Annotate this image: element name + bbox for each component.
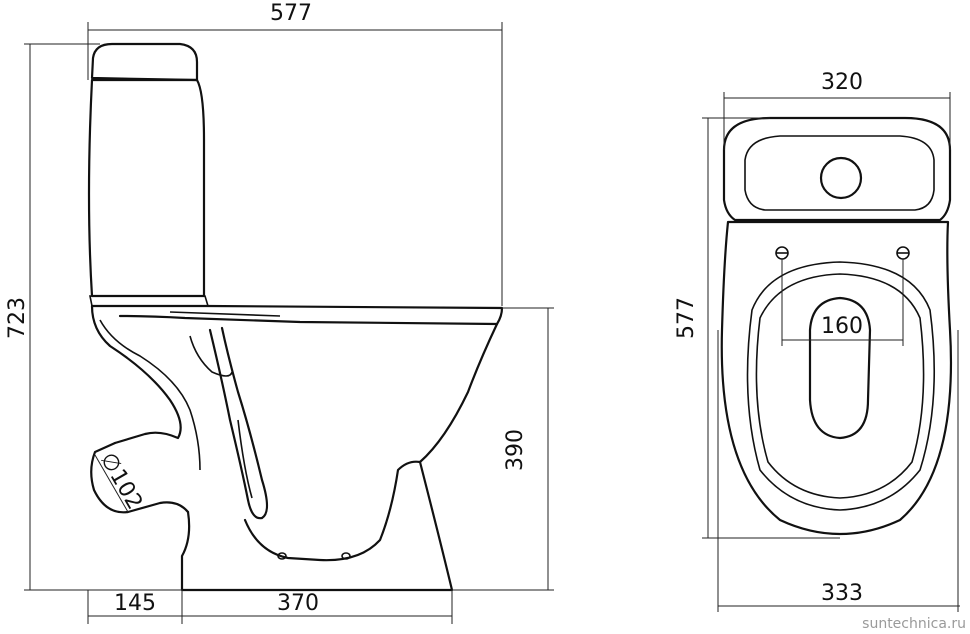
- top-water-spot: [808, 296, 872, 440]
- top-flush-button: [819, 156, 863, 200]
- dim-top-bowl-label: 333: [821, 581, 863, 606]
- side-back-inner: [99, 319, 201, 471]
- top-bowl-outer: [720, 220, 953, 536]
- dim-side-offset-label: 145: [114, 591, 156, 616]
- side-tank-lid: [90, 42, 199, 82]
- side-trap-outer: [189, 335, 253, 499]
- side-bowl-front: [418, 322, 499, 464]
- side-bowl-rim: [90, 304, 504, 326]
- side-base-front: [180, 460, 454, 592]
- dim-side-outlet-line: [94, 454, 129, 513]
- dim-side-base-label: 370: [277, 591, 319, 616]
- side-view: 577 723 390 ∅102 145 370: [5, 1, 554, 624]
- dim-top-depth-label: 577: [674, 297, 699, 339]
- side-foot-hole-right: [341, 552, 351, 560]
- top-tank-outer: [722, 116, 952, 222]
- dim-side-depth-label: 577: [270, 1, 312, 26]
- dim-side-height-label: 723: [5, 297, 30, 339]
- side-seat-hinge: [169, 311, 281, 317]
- top-tank-inner: [744, 135, 935, 211]
- side-tank-base: [89, 295, 210, 307]
- watermark-text: suntechnica.ru: [862, 616, 966, 632]
- side-trap-inner: [208, 326, 269, 520]
- dim-side-bowl-label: 390: [503, 429, 528, 471]
- side-tank-body: [87, 78, 206, 298]
- dim-top-mount-label: 160: [821, 314, 863, 339]
- top-view: 160 320 577 333: [674, 70, 960, 612]
- top-seat-rim: [746, 261, 936, 511]
- side-back-contour: [90, 304, 182, 445]
- side-foot-hole-left: [277, 552, 287, 560]
- dim-top-tank-label: 320: [821, 70, 863, 95]
- top-seat-inner: [755, 273, 925, 499]
- side-outlet-pipe: [90, 441, 190, 514]
